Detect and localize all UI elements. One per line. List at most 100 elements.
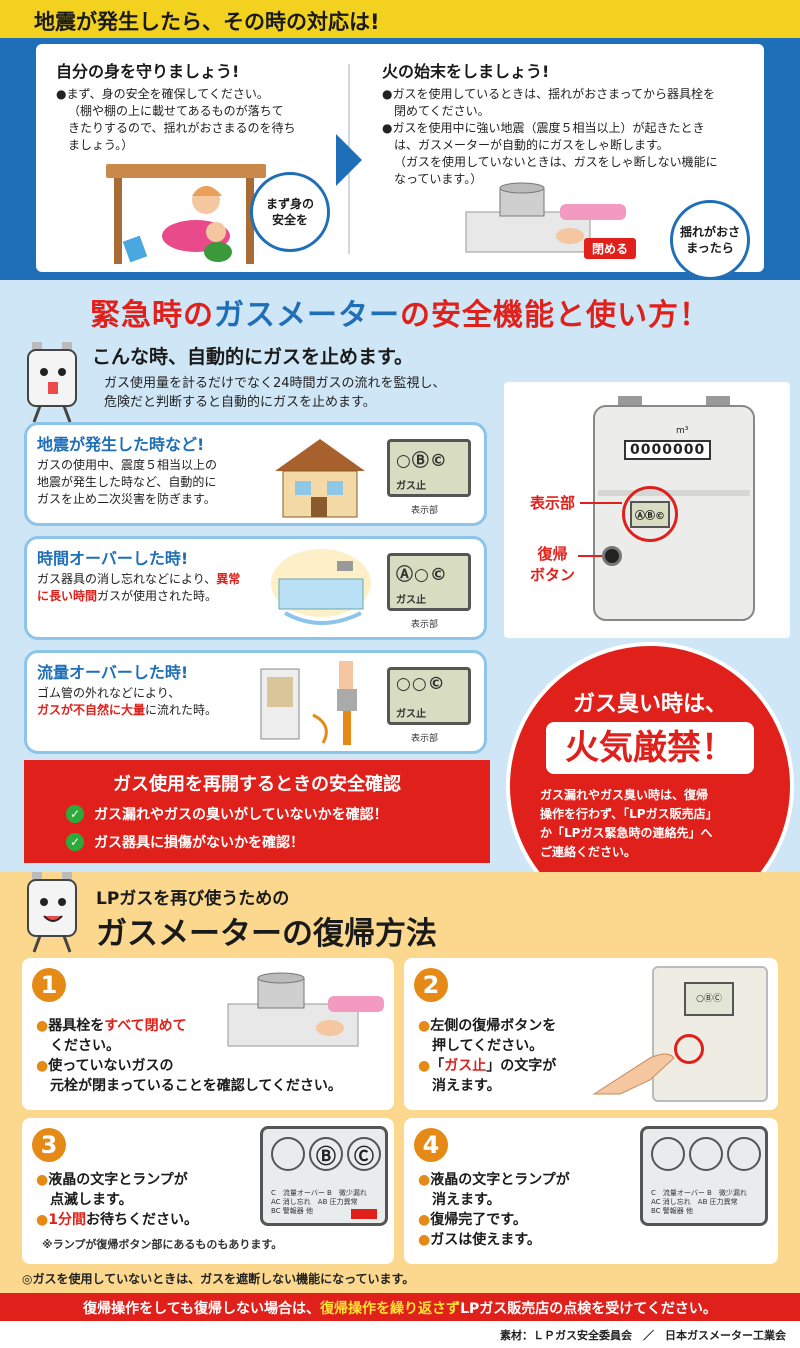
step-2-b2: ガス止	[444, 1058, 487, 1074]
step-3: 3 Ⓑ Ⓒ C 流量オーバー B 微少漏れ AC 消し忘れ AB 圧力異常 BC…	[22, 1118, 394, 1264]
blinking-lamp-icon	[351, 1209, 377, 1219]
recovery-subtitle: LPガスを再び使うための	[96, 889, 290, 909]
no-fire-label: 火気厳禁！	[546, 722, 754, 774]
step-1-a1: 器具栓を	[48, 1018, 105, 1034]
credit-bar	[0, 1321, 800, 1348]
fire-text: ●ガスを使用しているときは、揺れがおさまってから器具栓を 閉めてください。 ●ガ…	[382, 86, 762, 188]
lcd-legend-1: C 流量オーバー B 微少漏れ	[271, 1189, 367, 1197]
card-flow-over-line-2a: ガスが不自然に大量	[37, 703, 146, 717]
card-earthquake-title: 地震が発生した時など!	[37, 435, 205, 454]
card-time-over-line-2b: ガスが使用された時。	[97, 589, 218, 603]
recovery-heading: ガスメーターの復帰方法	[96, 916, 437, 952]
meter-counter: 0000000	[624, 440, 712, 460]
step-4-a1: 液晶の文字とランプが	[430, 1172, 570, 1188]
step-2-b4: 消えます。	[432, 1078, 501, 1094]
step-2-a1: 左側の復帰ボタンを	[430, 1018, 557, 1034]
step-3-b1: 1分間	[48, 1212, 86, 1228]
card-earthquake-display: ○Ⓑ© ガス止	[387, 439, 471, 497]
meter-mascot-icon	[27, 872, 77, 953]
step-2: 2 ○ⒷⒸ ●左側の復帰ボタンを 押してください。 ●「ガス止」の文字が 消えま…	[404, 958, 778, 1110]
meter-display-label: 表示部	[530, 494, 576, 512]
step-1: 1 ●器具栓をすべて閉めて ください。 ●使っていないガスの 元栓が閉まっている…	[22, 958, 394, 1110]
reset-button-icon	[602, 546, 622, 566]
fire-heading: 火の始末をしましょう!	[382, 62, 550, 81]
step-1-text: ●器具栓をすべて閉めて ください。 ●使っていないガスの 元栓が閉まっていること…	[36, 1016, 388, 1096]
fire-bullet-2b: は、ガスメーターが自動的にガスをしゃ断します。	[394, 138, 669, 152]
title-part-a: 緊急時の	[90, 298, 214, 333]
card-earthquake-line-2: 地震が発生した時など、自動的に	[37, 475, 217, 489]
protect-badge: まず身の安全を	[250, 172, 330, 252]
step-3-a1: 液晶の文字とランプが	[48, 1172, 188, 1188]
card-flow-over-title: 流量オーバーした時!	[37, 663, 189, 682]
auto-stop-desc: ガス使用量を計るだけでなく24時間ガスの流れを監視し、 危険だと判断すると自動的…	[104, 374, 446, 412]
protect-paren-3: ましょう。）	[68, 138, 134, 152]
meter-display-lamps: ⒶⒷ©	[630, 500, 670, 528]
warning-part-c: LPガス販売店の点検を受けてください。	[460, 1301, 717, 1317]
finger-press-icon	[592, 1053, 675, 1095]
safety-check-1: ✓ガス漏れやガスの臭いがしていないかを確認！	[66, 804, 388, 824]
safety-check-1-text: ガス漏れやガスの臭いがしていないかを確認！	[94, 807, 388, 823]
lcd-lamp-c	[727, 1137, 761, 1171]
step-4-b1: 復帰完了です。	[430, 1212, 527, 1228]
recovery-section	[0, 872, 800, 1348]
step-3-text: ●液晶の文字とランプが 点滅します。 ●1分間お待ちください。	[36, 1170, 276, 1230]
fire-paren-1: （ガスを使用していないときは、ガスをしゃ断しない機能に	[394, 155, 718, 169]
check-icon: ✓	[66, 833, 84, 851]
card-earthquake-stop: ガス止	[396, 481, 426, 492]
step-1-b1: 使っていないガスの	[48, 1058, 174, 1074]
fire-bullet-2a: ●ガスを使用中に強い地震（震度５相当以上）が起きたとき	[382, 121, 705, 135]
step-4: 4 C 流量オーバー B 微少漏れ AC 消し忘れ AB 圧力異常 BC 警報器…	[404, 1118, 778, 1264]
stove-illustration	[465, 182, 626, 253]
calm-badge-line-1: 揺れがおさ	[679, 225, 740, 239]
card-time-over-title: 時間オーバーした時!	[37, 549, 189, 568]
meter-reset-label-1: 復帰	[537, 545, 568, 563]
meter-figure: 0000000 m³ ⒶⒷ© 表示部 復帰 ボタン	[504, 382, 790, 638]
stove-knob-illustration	[227, 972, 384, 1047]
gas-smell-desc-2: 操作を行わず、「LPガス販売店」	[540, 807, 718, 821]
step-1-number: 1	[32, 968, 66, 1002]
safety-check-box: ガス使用を再開するときの安全確認 ✓ガス漏れやガスの臭いがしていないかを確認！ …	[24, 760, 490, 863]
card-time-over-stop: ガス止	[396, 595, 426, 606]
step-2-a2: 押してください。	[432, 1038, 544, 1054]
lcd-lamp-c: Ⓒ	[347, 1137, 381, 1171]
reset-pointer-line	[578, 555, 602, 557]
bath-illustration	[271, 549, 371, 625]
calm-badge: 揺れがおさまったら	[670, 200, 750, 280]
warning-part-b: 復帰操作を繰り返さず	[320, 1301, 461, 1317]
display-pointer-line	[580, 502, 622, 504]
card-time-over-lamps: Ⓐ○©	[396, 565, 448, 585]
lcd-legend-1: C 流量オーバー B 微少漏れ	[651, 1189, 747, 1197]
gas-smell-desc-4: ご連絡ください。	[540, 845, 637, 859]
meter-mascot-icon	[27, 342, 77, 423]
gas-smell-desc: ガス漏れやガス臭い時は、復帰 操作を行わず、「LPガス販売店」 か「LPガス緊急…	[540, 786, 770, 862]
step-2-number: 2	[414, 968, 448, 1002]
earthquake-title: 地震が発生したら、その時の対応は!	[34, 10, 380, 34]
step-4-c1: ガスは使えます。	[430, 1232, 541, 1248]
card-time-over-text: ガス器具の消し忘れなどにより、異常 に長い時間ガスが使用された時。	[37, 571, 277, 605]
card-flow-over: 流量オーバーした時! ゴム管の外れなどにより、 ガスが不自然に大量に流れた時。 …	[24, 650, 487, 754]
meter-reset-label: 復帰 ボタン	[530, 544, 575, 586]
warning-part-a: 復帰操作をしても復帰しない場合は、	[83, 1301, 321, 1317]
step-1-b2: 元栓が閉まっていることを確認してください。	[50, 1078, 342, 1094]
card-earthquake-line-3: ガスを止め二次災害を防ぎます。	[37, 492, 216, 506]
meter-front-display: ○ⒷⒸ	[684, 982, 734, 1016]
lcd-legend-3: BC 警報器 他	[271, 1207, 314, 1215]
card-flow-over-text: ゴム管の外れなどにより、 ガスが不自然に大量に流れた時。	[37, 685, 277, 719]
step-3-a2: 点滅します。	[50, 1192, 133, 1208]
lcd-lamp-b: Ⓑ	[309, 1137, 343, 1171]
protect-paren-1: （棚や棚の上に載せてあるものが落ちて	[68, 104, 284, 118]
card-time-over: 時間オーバーした時! ガス器具の消し忘れなどにより、異常 に長い時間ガスが使用さ…	[24, 536, 487, 640]
fire-paren-2: なっています。）	[394, 172, 483, 186]
fire-bullet-1b: 閉めてください。	[394, 104, 490, 118]
title-part-b: ガスメーター	[214, 298, 400, 333]
card-time-over-line-1a: ガス器具の消し忘れなどにより、	[37, 572, 217, 586]
lcd-lamp-b	[689, 1137, 723, 1171]
step-3-note: ※ランプが復帰ボタン部にあるものもあります。	[42, 1238, 283, 1251]
step-4-a2: 消えます。	[432, 1192, 501, 1208]
card-time-over-caption: 表示部	[411, 620, 439, 630]
lcd-legend: C 流量オーバー B 微少漏れ AC 消し忘れ AB 圧力異常 BC 警報器 他	[651, 1189, 747, 1216]
step-2-b1: 「	[430, 1058, 445, 1074]
auto-desc-2: 危険だと判断すると自動的にガスを止めます。	[104, 395, 376, 410]
step-2-b3: 」の文字が	[486, 1058, 557, 1074]
meter-front-illustration: ○ⒷⒸ	[652, 966, 768, 1102]
